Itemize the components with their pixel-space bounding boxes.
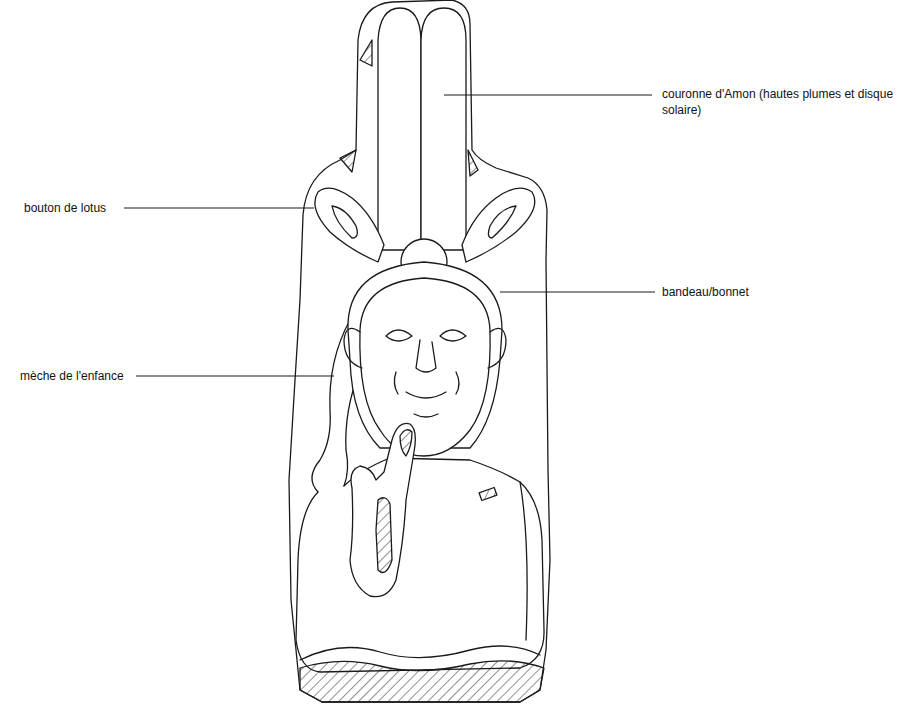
damage-hatch <box>340 150 356 172</box>
chin <box>414 414 438 417</box>
feather <box>378 8 421 250</box>
part-label: bandeau/bonnet <box>662 284 802 300</box>
cheek-line <box>394 372 398 394</box>
crown-label: couronne d'Amon (hautes plumes et disque… <box>662 86 897 118</box>
face <box>360 278 490 456</box>
nose <box>416 340 436 372</box>
lotus-bud-inner <box>332 206 357 238</box>
damage-hatch <box>479 488 497 501</box>
base <box>300 661 544 702</box>
eye <box>386 330 412 341</box>
lotus-bud <box>315 188 384 262</box>
body <box>296 458 544 672</box>
part-label: bouton de lotus <box>24 200 120 216</box>
arm <box>350 423 415 596</box>
lotus-bud <box>462 188 535 262</box>
leader-line <box>444 94 652 95</box>
damage-hatch <box>468 150 478 176</box>
leader-line <box>136 375 334 376</box>
leader-line <box>124 207 314 208</box>
arm-line <box>520 482 527 640</box>
back-pillar <box>289 0 550 702</box>
finger-hatch <box>400 430 412 456</box>
lotus-bud-inner <box>488 206 516 238</box>
mouth <box>406 392 446 398</box>
feather <box>421 8 466 250</box>
part-label: mèche de l'enfance <box>20 368 132 384</box>
cheek-line <box>456 372 459 394</box>
ear <box>344 328 362 368</box>
ear <box>488 328 506 368</box>
forearm-hatch <box>376 498 392 573</box>
eye <box>440 330 466 341</box>
leader-line <box>500 291 655 292</box>
legs <box>300 646 540 660</box>
damage-hatch <box>360 40 372 66</box>
